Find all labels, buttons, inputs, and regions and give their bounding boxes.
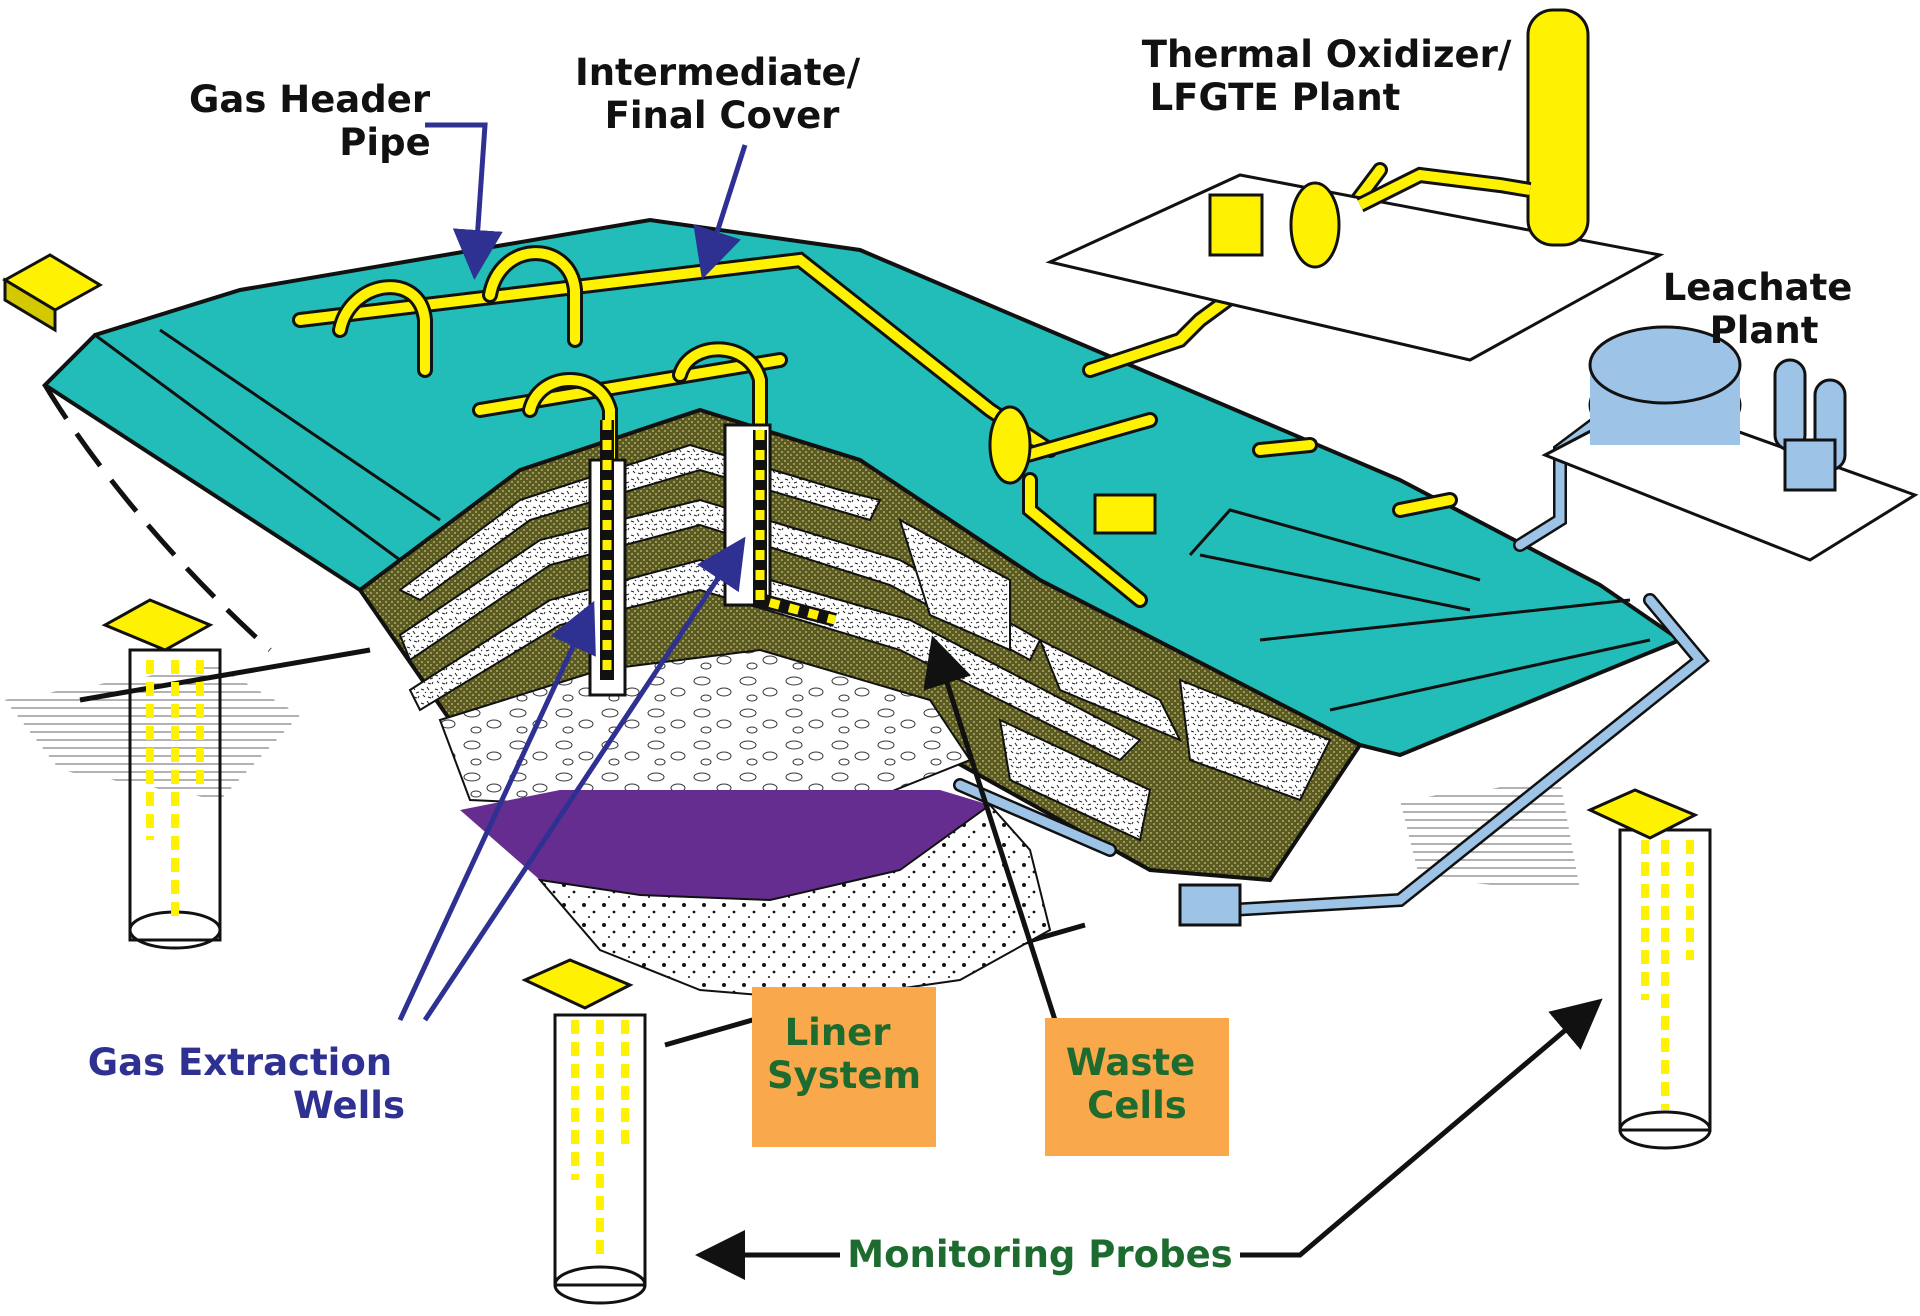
waste-cells-label: Waste Cells bbox=[1066, 1041, 1208, 1127]
thermal-oxidizer-label: Thermal Oxidizer/ LFGTE Plant bbox=[1142, 33, 1524, 119]
callout-arrows bbox=[397, 122, 1603, 1280]
gas-extraction-well-left bbox=[588, 420, 627, 697]
monitoring-probe-right bbox=[1586, 788, 1712, 1150]
monitoring-probe-left bbox=[101, 598, 222, 950]
gas-header-pipe bbox=[292, 162, 1458, 608]
liner-system-layer bbox=[460, 790, 990, 900]
leachate-plant bbox=[1541, 325, 1919, 562]
monitoring-probes-label: Monitoring Probes bbox=[847, 1233, 1232, 1276]
intermediate-cover-label: Intermediate/ Final Cover bbox=[575, 51, 873, 137]
monitoring-probe-top-left bbox=[2, 253, 103, 333]
leachate-plant-label: Leachate Plant bbox=[1663, 266, 1866, 352]
monitoring-probe-center bbox=[521, 958, 647, 1305]
gas-header-pipe-label: Gas Header Pipe bbox=[189, 78, 443, 164]
liner-system-callout-box bbox=[752, 987, 936, 1147]
thermal-oxidizer-plant bbox=[1045, 8, 1665, 362]
subsoil-layer bbox=[537, 803, 1052, 1002]
gas-extraction-wells-label: Gas Extraction Wells bbox=[88, 1041, 405, 1127]
liner-system-label: Liner System bbox=[767, 1011, 921, 1097]
waste-cells-callout-box bbox=[1045, 1018, 1229, 1156]
